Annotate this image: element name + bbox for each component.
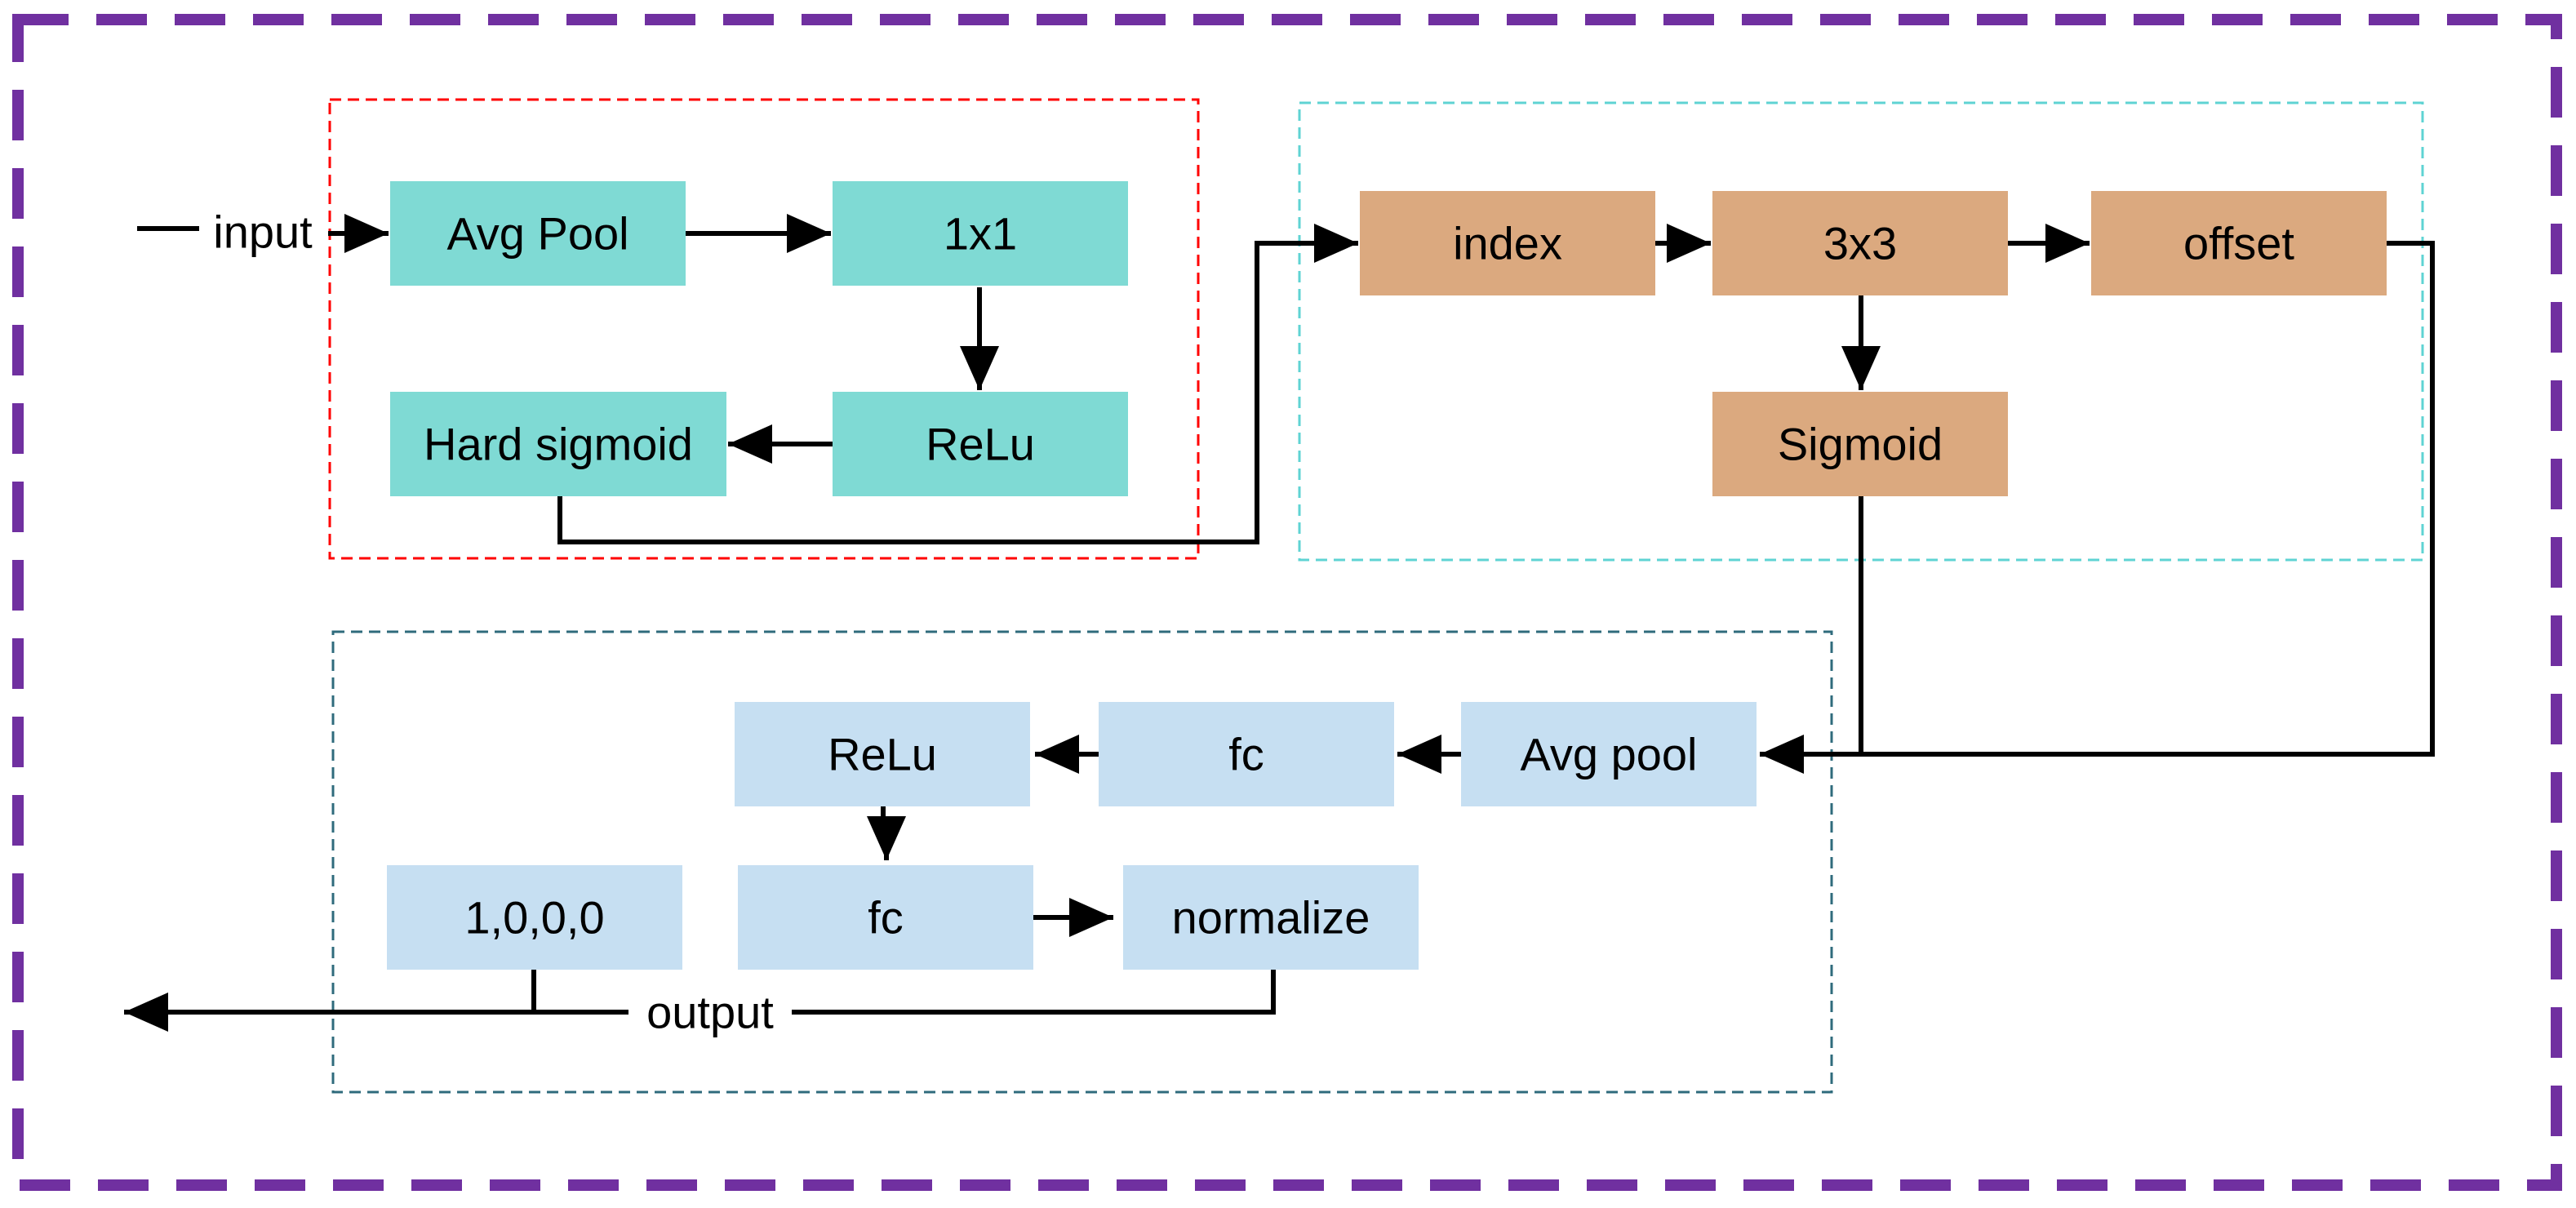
node-box (1099, 702, 1394, 806)
output-label-bg (630, 986, 790, 1038)
node-box (390, 181, 686, 286)
node-label: ReLu (828, 729, 937, 780)
node-offset: offset (2091, 191, 2387, 295)
node-label: ReLu (926, 419, 1035, 470)
node-fc-top: fc (1099, 702, 1394, 806)
offset-return-line (1861, 241, 2435, 757)
relu-to-fc-arrow (867, 805, 906, 860)
node-label: 1,0,0,0 (464, 892, 604, 944)
node-box (1712, 392, 2008, 496)
node-avg-pool-bottom: Avg pool (1461, 702, 1757, 806)
node-label: fc (1228, 729, 1264, 780)
input-label: input (213, 207, 313, 258)
output-label: output (646, 987, 774, 1038)
node-box (833, 181, 1128, 286)
node-label: Avg pool (1521, 729, 1698, 780)
node-avg-pool-top: Avg Pool (390, 181, 686, 286)
node-label: 3x3 (1823, 218, 1897, 269)
node-label: Avg Pool (446, 208, 628, 260)
outer-frame (12, 14, 2562, 1191)
node-fc-bottom: fc (738, 865, 1033, 970)
node-box (833, 392, 1128, 496)
node-box (738, 865, 1033, 970)
node-box (390, 392, 726, 496)
node-label: normalize (1172, 892, 1370, 944)
node-box (1712, 191, 2008, 295)
node-normalize: normalize (1123, 865, 1419, 970)
node-3x3: 3x3 (1712, 191, 2008, 295)
node-one-hot: 1,0,0,0 (387, 865, 682, 970)
node-relu-bottom: ReLu (735, 702, 1030, 806)
node-label: index (1453, 218, 1562, 269)
node-box (1123, 865, 1419, 970)
node-box (1461, 702, 1757, 806)
sigmoid-to-avgpool-arrow (1760, 495, 1863, 774)
connectors (124, 214, 2435, 1032)
normalize-to-output-line (792, 968, 1276, 1015)
node-label: fc (868, 892, 904, 944)
node-label: Sigmoid (1778, 419, 1943, 470)
node-sigmoid: Sigmoid (1712, 392, 2008, 496)
input-label-bg (199, 206, 328, 258)
node-label: 1x1 (944, 208, 1017, 260)
hardsigmoid-to-index-arrow (557, 224, 1358, 544)
node-label: offset (2183, 218, 2294, 269)
node-box (2091, 191, 2387, 295)
node-relu-top: ReLu (833, 392, 1128, 496)
node-1x1: 1x1 (833, 181, 1128, 286)
node-hard-sigmoid: Hard sigmoid (390, 392, 726, 496)
node-index: index (1360, 191, 1655, 295)
node-box (387, 865, 682, 970)
routing-group-box (331, 630, 1833, 1094)
node-label: Hard sigmoid (424, 419, 693, 470)
node-box (735, 702, 1030, 806)
attention-group-box (328, 98, 1200, 560)
node-box (1360, 191, 1655, 295)
